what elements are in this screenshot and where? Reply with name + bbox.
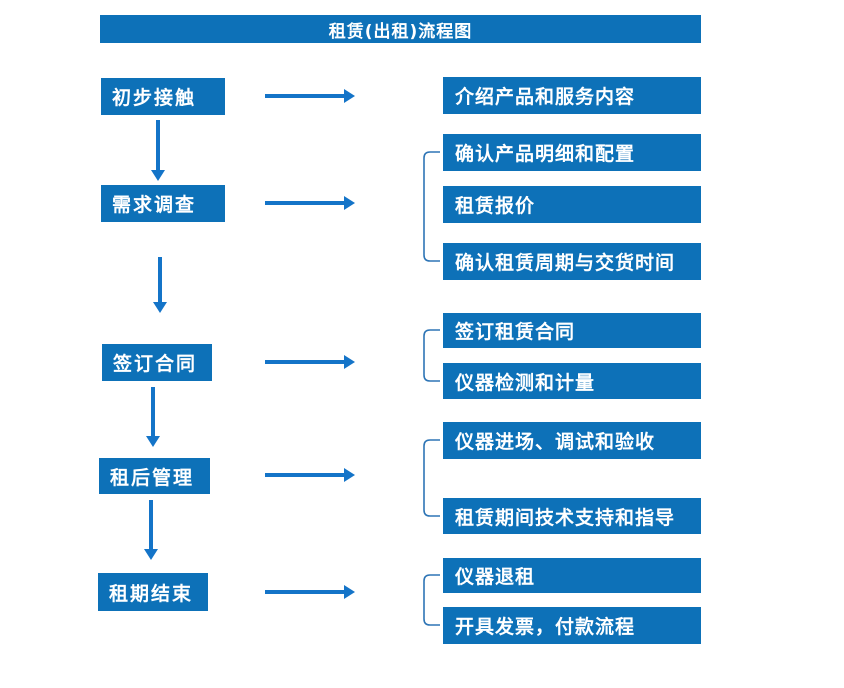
right-arrow-head xyxy=(344,89,355,103)
down-arrow-shaft xyxy=(158,257,162,302)
right-arrow-shaft xyxy=(265,94,344,98)
detail-label: 介绍产品和服务内容 xyxy=(455,86,636,108)
down-arrow-3 xyxy=(146,387,160,447)
right-arrow-shaft xyxy=(265,473,344,477)
right-arrow-2 xyxy=(265,196,355,210)
flowchart-title: 租赁(出租)流程图 xyxy=(328,21,473,42)
detail-label: 仪器退租 xyxy=(455,566,536,588)
right-arrow-shaft xyxy=(265,201,344,205)
right-arrow-5 xyxy=(265,585,355,599)
step-label: 租后管理 xyxy=(110,466,195,489)
down-arrow-4 xyxy=(144,500,158,560)
down-arrow-shaft xyxy=(156,120,160,170)
group-bracket-post-rental xyxy=(423,439,440,517)
down-arrow-head xyxy=(146,436,160,447)
detail-label: 签订租赁合同 xyxy=(455,321,576,343)
right-arrow-head xyxy=(344,355,355,369)
step-box-sign-contract: 签订合同 xyxy=(102,344,212,381)
detail-box: 仪器退租 xyxy=(443,558,701,593)
detail-label: 仪器进场、调试和验收 xyxy=(455,431,656,453)
detail-label: 仪器检测和计量 xyxy=(455,371,596,394)
right-arrow-shaft xyxy=(265,360,344,364)
right-arrow-4 xyxy=(265,468,355,482)
detail-label: 开具发票，付款流程 xyxy=(455,616,636,638)
right-arrow-1 xyxy=(265,89,355,103)
down-arrow-head xyxy=(144,549,158,560)
down-arrow-shaft xyxy=(151,387,155,436)
detail-label: 租赁报价 xyxy=(455,195,536,217)
step-label: 需求调查 xyxy=(112,194,197,216)
group-bracket-sign-contract xyxy=(423,329,440,382)
detail-label: 租赁期间技术支持和指导 xyxy=(455,506,676,529)
step-label: 初步接触 xyxy=(112,87,197,109)
step-label: 租期结束 xyxy=(109,582,194,605)
down-arrow-1 xyxy=(151,120,165,181)
detail-box: 确认产品明细和配置 xyxy=(443,134,701,171)
step-box-rental-end: 租期结束 xyxy=(98,573,208,611)
detail-box: 仪器检测和计量 xyxy=(443,363,701,399)
down-arrow-2 xyxy=(153,257,167,313)
detail-box: 确认租赁周期与交货时间 xyxy=(443,243,701,280)
right-arrow-head xyxy=(344,196,355,210)
detail-label: 确认租赁周期与交货时间 xyxy=(455,252,676,274)
step-box-post-rental-management: 租后管理 xyxy=(99,458,210,494)
detail-box: 仪器进场、调试和验收 xyxy=(443,422,701,459)
detail-label: 确认产品明细和配置 xyxy=(455,143,636,165)
step-box-initial-contact: 初步接触 xyxy=(101,78,225,115)
down-arrow-head xyxy=(151,170,165,181)
down-arrow-shaft xyxy=(149,500,153,549)
detail-box: 开具发票，付款流程 xyxy=(443,607,701,644)
detail-box: 租赁报价 xyxy=(443,186,701,223)
right-arrow-3 xyxy=(265,355,355,369)
right-arrow-shaft xyxy=(265,590,344,594)
detail-box: 签订租赁合同 xyxy=(443,313,701,348)
right-arrow-head xyxy=(344,585,355,599)
flowchart-title-bar: 租赁(出租)流程图 xyxy=(100,15,701,43)
right-arrow-head xyxy=(344,468,355,482)
down-arrow-head xyxy=(153,302,167,313)
step-box-demand-survey: 需求调查 xyxy=(101,185,225,222)
group-bracket-demand-survey xyxy=(423,151,440,262)
detail-box: 租赁期间技术支持和指导 xyxy=(443,498,701,534)
detail-box: 介绍产品和服务内容 xyxy=(443,77,701,114)
group-bracket-rental-end xyxy=(423,574,440,626)
step-label: 签订合同 xyxy=(113,353,198,375)
